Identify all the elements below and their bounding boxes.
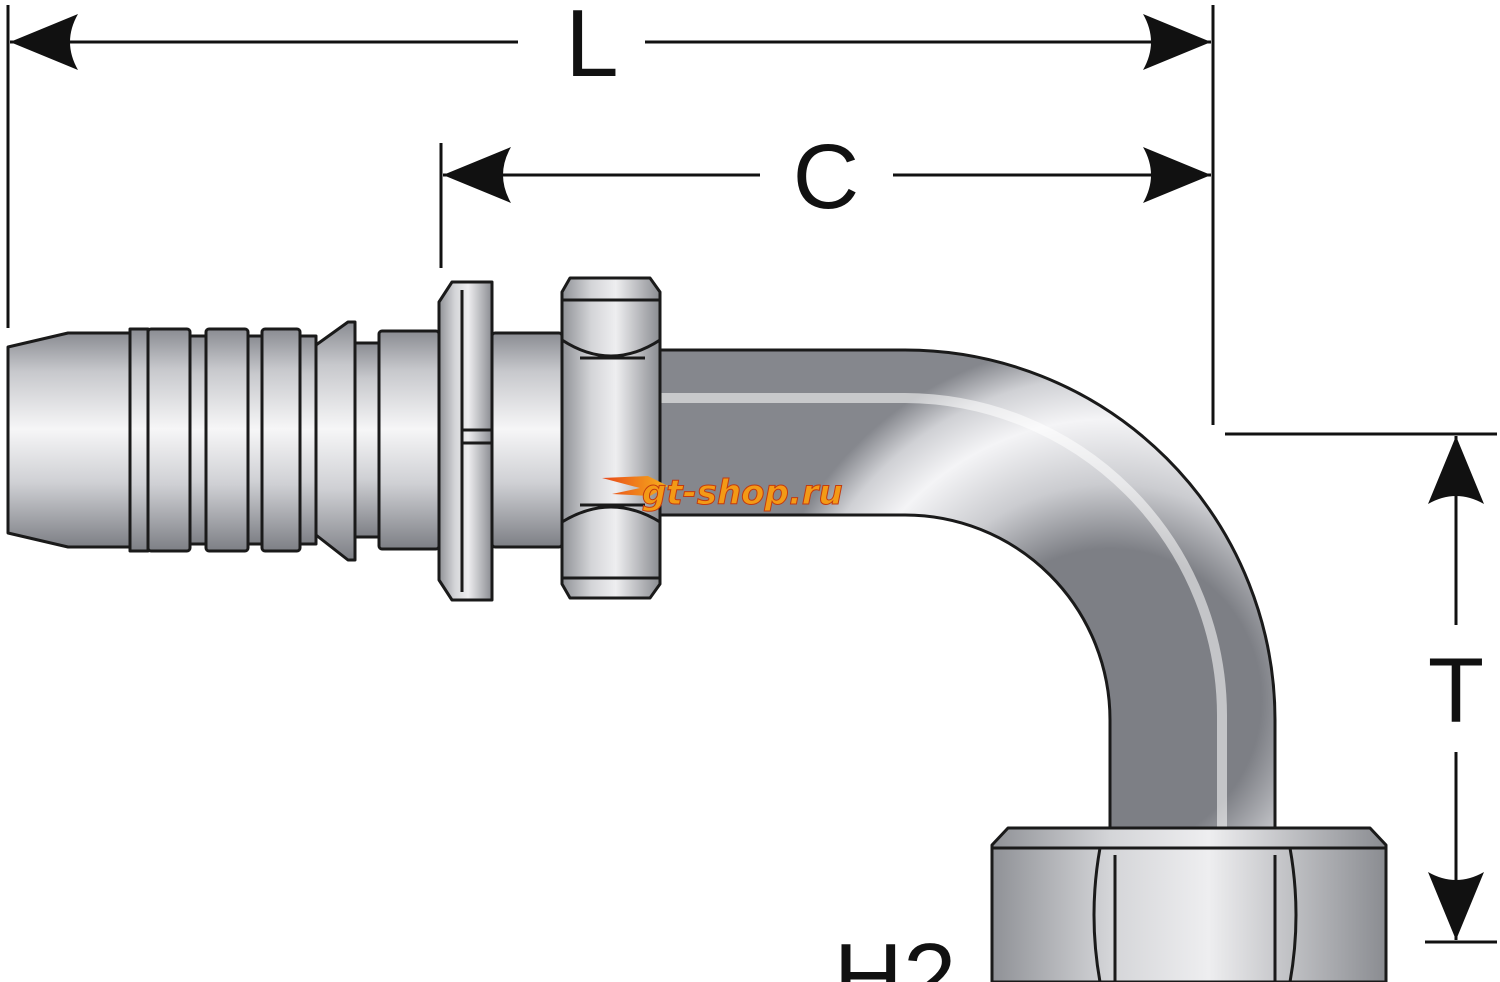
dimension-label-c: C [793,126,859,228]
hex-nut-left [560,276,662,600]
arrow-c-left [443,147,511,203]
hex-nut-left-facet-top [561,338,661,358]
arrow-l-left [10,14,78,70]
stem-ring-3 [260,327,302,553]
ferrule-flange [437,280,494,602]
hex-nut-bottom [990,826,1388,982]
hex-nut-left-facet-bottom [561,505,661,524]
stem-collar [314,320,357,562]
arrow-c-right [1143,147,1211,203]
stem-ring-1 [146,327,192,553]
dimension-lines [6,5,1497,944]
hex-nut-bottom-facet-left [1092,847,1102,982]
stem-barb-2 [188,334,208,546]
stem-barb-3 [246,334,264,546]
bent-tube-highlight [660,393,1227,842]
watermark-logo: gt-shop.ru [602,473,843,514]
watermark-text: gt-shop.ru [642,473,843,513]
stem-barb-1 [128,327,150,553]
stem-shank [377,329,441,551]
dimension-label-t: T [1428,640,1484,742]
arrow-t-bottom [1428,872,1484,940]
fitting-body [6,276,1388,982]
stem-ring-2 [204,327,250,553]
arrow-l-right [1143,14,1211,70]
dimension-arrows [10,14,1484,940]
stem-nose [6,331,132,549]
stem-neck [353,341,381,539]
hex-nut-bottom-facet-right [1288,847,1298,982]
dimension-label-h2: H2 [834,924,957,982]
dimension-label-l: L [565,0,618,97]
stem-barb-4 [298,334,318,546]
watermark-flame-icon [602,476,668,496]
arrow-t-top [1428,436,1484,504]
bent-tube [648,348,1277,844]
fitting-neck [490,331,564,549]
